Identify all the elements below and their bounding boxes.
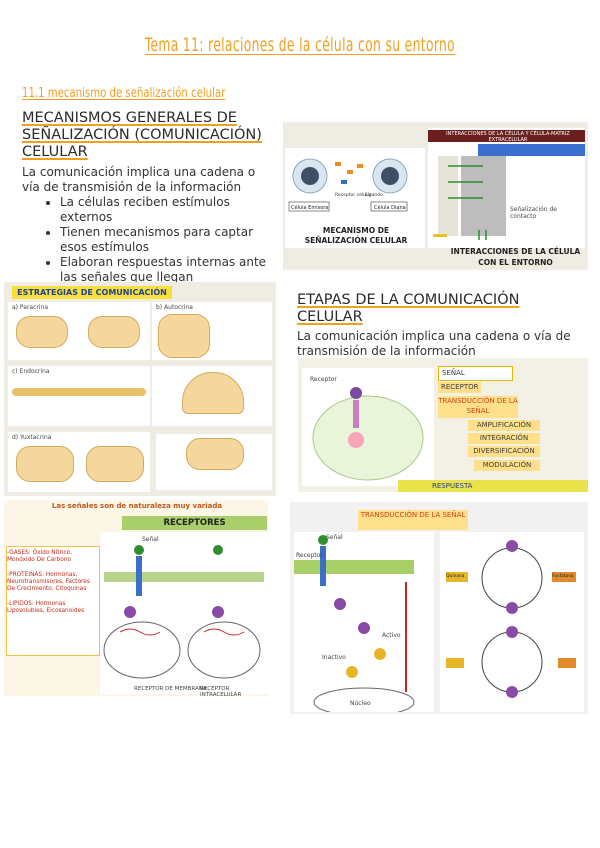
active-label: Activo (382, 632, 401, 639)
strategy-c-label: c) Endocrina (12, 368, 50, 375)
signal-gases: -GASES: Óxido Nítrico, Monóxido De Carbo… (7, 550, 73, 563)
strategies-title: ESTRATEGIAS DE COMUNICACIÓN (12, 286, 172, 299)
strategy-a: a) Paracrina (8, 302, 150, 360)
list-item: La células reciben estímulos externos (60, 195, 272, 225)
block2-intro: La comunicación implica una cadena o vía… (297, 329, 571, 358)
kinase-cycle-diagram (440, 532, 584, 712)
list-item: Elaboran respuestas internas ante las se… (60, 255, 272, 285)
block1-intro: La comunicación implica una cadena o vía… (22, 165, 256, 194)
receptor-label: Receptor (310, 376, 337, 383)
stage-transduccion: TRANSDUCCIÓN DE LA SEÑAL (438, 396, 518, 418)
cell-shape (158, 314, 210, 358)
membrane-receptor-label: RECEPTOR DE MEMBRANA (134, 686, 207, 692)
synapse-diagram (152, 366, 272, 426)
stage-integracion: INTEGRACIÓN (468, 433, 540, 444)
cell-shape (16, 316, 68, 348)
block1: MECANISMOS GENERALES DE SEÑALIZACIÓN (CO… (22, 110, 272, 285)
stage-modulacion: MODULACIÓN (474, 460, 540, 471)
figure-communication-stages: Receptor SEÑAL RECEPTOR TRANSDUCCIÓN DE … (298, 358, 588, 492)
strategy-c: c) Endocrina (8, 366, 150, 426)
inactive-label: Inactivo (322, 654, 346, 661)
cell-shape (86, 446, 144, 482)
block1-bullets: La células reciben estímulos externos Ti… (22, 195, 272, 285)
cell-shape (182, 372, 244, 414)
signal-types-box: -GASES: Óxido Nítrico, Monóxido De Carbo… (6, 546, 100, 656)
strategy-d-label: d) Yuxtacrina (12, 434, 52, 441)
strategy-b: b) Autocrina (152, 302, 272, 360)
cell-shape (88, 316, 140, 348)
stage-senal: SEÑAL (438, 366, 513, 381)
cell-shape (16, 446, 74, 482)
signal-label: Señal (326, 534, 343, 541)
cell-shape (186, 438, 244, 470)
blood-vessel-shape (12, 388, 146, 396)
page-title: Tema 11: relaciones de la célula con su … (144, 34, 456, 56)
caption-mechanism: MECANISMO DE SEÑALIZACIÓN CELULAR (304, 226, 408, 245)
block2: ETAPAS DE LA COMUNICACIÓN CELULAR La com… (297, 292, 587, 359)
block2-heading: ETAPAS DE LA COMUNICACIÓN CELULAR (297, 292, 520, 325)
figure-communication-strategies: ESTRATEGIAS DE COMUNICACIÓN a) Paracrina… (4, 282, 276, 496)
caption-interactions: INTERACCIONES DE LA CÉLULA CON EL ENTORN… (450, 247, 581, 267)
intracellular-receptor-label: RECEPTOR INTRACELULAR (200, 686, 242, 698)
synapse-diagram-2 (156, 434, 272, 490)
figure-signals-receptors: Las señales son de naturaleza muy variad… (4, 500, 268, 698)
kinase-label: Quinasa (446, 574, 465, 579)
receptors-diagram (100, 532, 268, 694)
transduction-cascade-diagram (294, 532, 434, 712)
svg-text:Receptor celular: Receptor celular (335, 192, 372, 198)
strategy-a-label: a) Paracrina (12, 304, 49, 311)
list-item: Tienen mecanismos para captar esos estím… (60, 225, 272, 255)
stage-amplificacion: AMPLIFICACIÓN (468, 420, 540, 431)
receptor-label: Receptor (296, 552, 323, 559)
block1-heading: MECANISMOS GENERALES DE SEÑALIZACIÓN (CO… (22, 110, 262, 160)
signal-proteinas: -PROTEINAS: Hormonas, Neurotransmisores,… (7, 572, 90, 592)
phosphatase-label: Fosfatasa (552, 574, 574, 579)
strategy-d: d) Yuxtacrina (8, 432, 150, 492)
svg-text:Célula Diana: Célula Diana (374, 204, 406, 211)
signal-lipidos: -LIPIDOS: Hormonas Liposolubles, Eicosan… (7, 601, 85, 614)
signal-label: Señal (142, 536, 159, 543)
stage-respuesta: RESPUESTA (398, 480, 588, 492)
transduction-title: TRANSDUCCIÓN DE LA SEÑAL (358, 510, 468, 530)
stage-diversificacion: DIVERSIFICACIÓN (468, 446, 540, 457)
nucleus-label: Núcleo (350, 700, 371, 707)
stage-receptor: RECEPTOR (438, 382, 481, 393)
target-cell-diagram (302, 368, 434, 486)
section-title: 11.1 mecanismo de señalización celular (22, 86, 226, 101)
svg-text:Célula Emisora: Célula Emisora (291, 204, 328, 211)
contact-signaling-label: Señalización de contacto (510, 206, 557, 220)
figure-signaling-mechanism: Receptor celular Ligando Célula Emisora … (283, 122, 588, 270)
interactions-banner: INTERACCIONES DE LA CÉLULA Y CÉLULA-MATR… (446, 131, 570, 143)
receptors-banner: RECEPTORES (122, 516, 267, 530)
signaling-mechanism-diagram: Receptor celular Ligando Célula Emisora … (285, 128, 585, 248)
figure-signal-transduction: TRANSDUCCIÓN DE LA SEÑAL Señal Receptor … (290, 502, 588, 714)
svg-text:Ligando: Ligando (365, 192, 383, 198)
strategy-b-label: b) Autocrina (156, 304, 193, 311)
signals-title: Las señales son de naturaleza muy variad… (51, 502, 223, 510)
